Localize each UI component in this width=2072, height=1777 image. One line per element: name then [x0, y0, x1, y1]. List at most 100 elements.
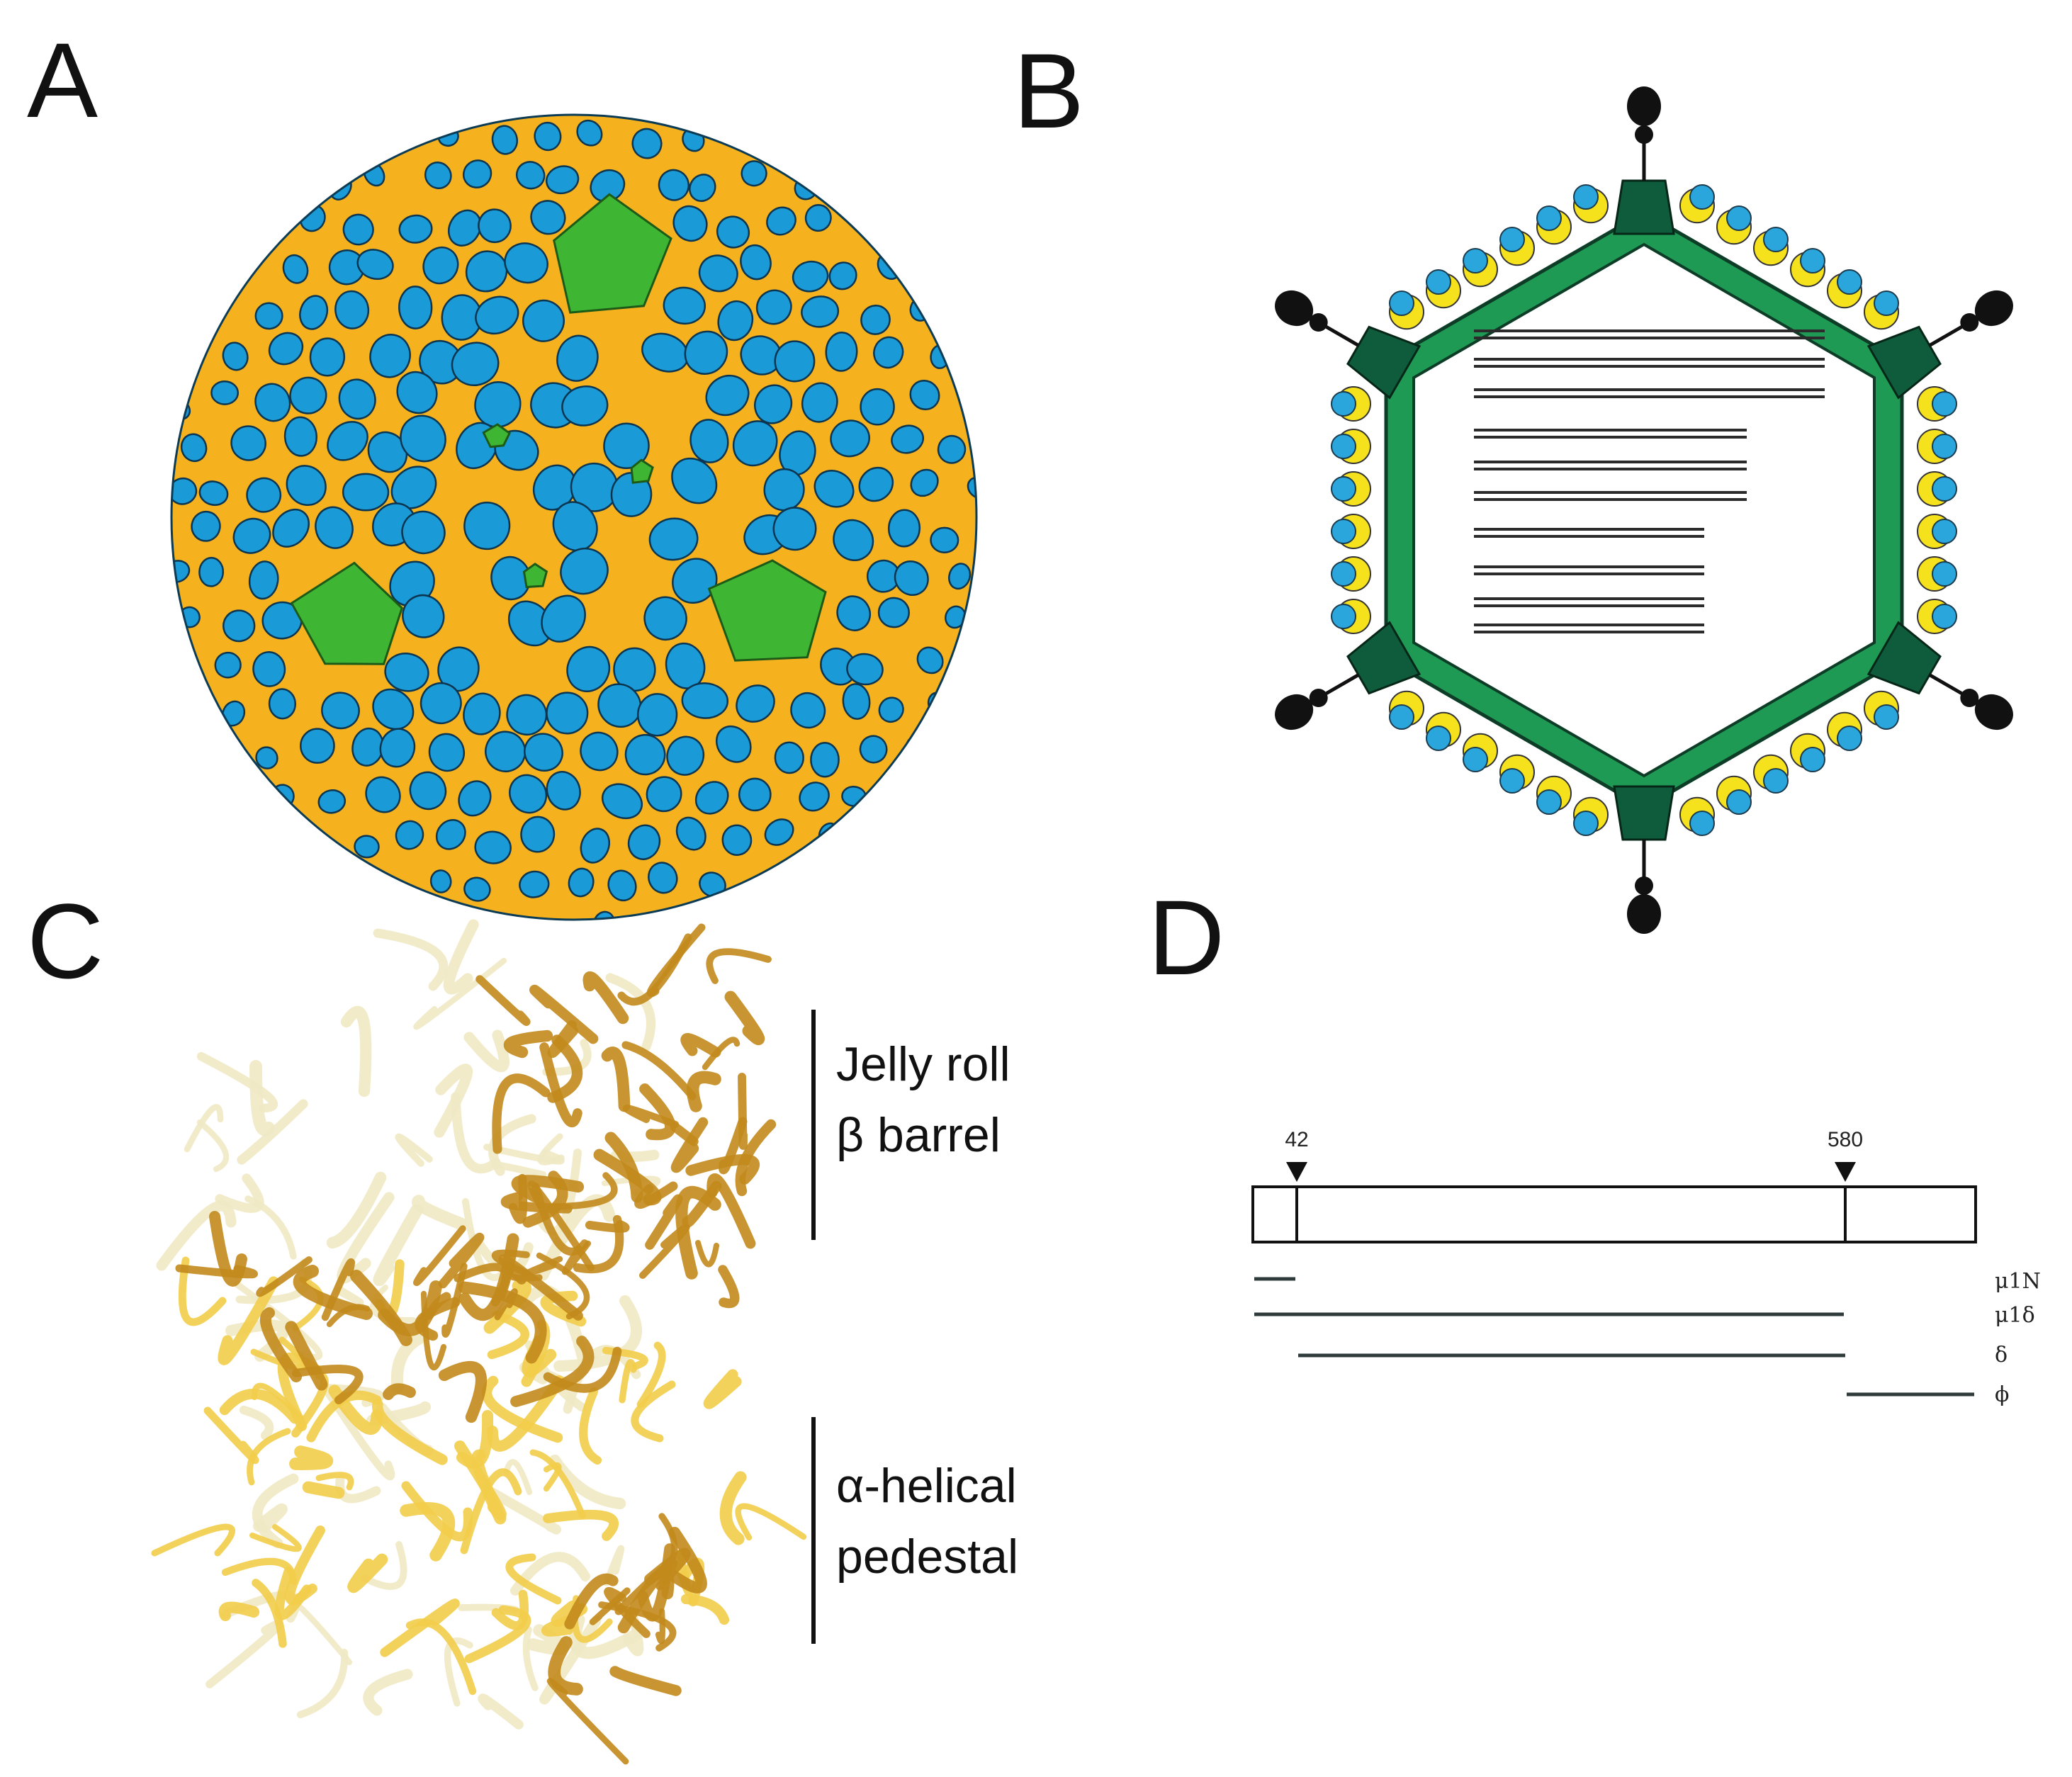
panel-b-letter: B: [1013, 31, 1084, 150]
capsid-subunit: [534, 121, 562, 152]
capsid-subunit: [663, 286, 706, 325]
capsid-subunit: [746, 877, 772, 901]
sigma3-subunit: [1932, 604, 1957, 629]
capsid-subunit: [379, 728, 416, 768]
ribbon-strand: [604, 1586, 651, 1638]
fragment-delta-label: δ: [1995, 1343, 2008, 1367]
capsid-subunit: [171, 477, 198, 505]
capsid-subunit: [689, 174, 716, 203]
ribbon-strand: [543, 1509, 619, 1541]
capsid-subunit: [792, 260, 829, 293]
ribbon-strand: [634, 1181, 678, 1209]
capsid-subunit: [248, 560, 279, 600]
capsid-subunit: [198, 556, 225, 587]
ribbon-strand: [340, 1005, 372, 1098]
capsid-subunit: [910, 468, 939, 497]
capsid-subunit: [801, 295, 840, 328]
sigma3-subunit: [1426, 726, 1451, 751]
capsid-subunit: [485, 730, 527, 772]
ribbon-strand: [274, 1567, 312, 1620]
capsid-subunit: [607, 869, 637, 902]
sigma3-subunit: [1331, 519, 1356, 544]
capsid-subunit: [736, 684, 775, 723]
panel-b: B: [1013, 31, 2013, 934]
capsid-subunit: [401, 510, 446, 555]
capsid-subunit: [282, 254, 309, 284]
ribbon-strand: [573, 1214, 624, 1274]
ribbon-strand: [522, 1626, 539, 1691]
capsid-subunit: [372, 688, 415, 730]
capsid-subunit: [424, 162, 452, 189]
capsid-subunit: [475, 295, 519, 335]
ribbon-strand: [454, 1440, 507, 1521]
capsid-subunit: [369, 334, 411, 378]
ribbon-strand: [175, 1264, 258, 1279]
capsid-subunit: [887, 509, 921, 548]
cleavage-site-580-label: 580: [1828, 1128, 1863, 1151]
capsid-subunit: [675, 816, 706, 851]
capsid-subunit: [530, 200, 566, 235]
capsid-subunit: [754, 384, 793, 424]
ribbon-strand: [151, 1523, 235, 1557]
ribbon-strand: [443, 919, 479, 995]
ribbon-strand: [481, 1375, 563, 1443]
ribbon-strand: [547, 1034, 583, 1103]
beta-barrel-label: β barrel: [836, 1108, 1001, 1162]
ribbon-strand: [252, 1579, 287, 1648]
capsid-subunit: [799, 782, 830, 812]
sigma3-subunit: [1389, 290, 1414, 316]
ribbon-strand: [548, 1636, 583, 1696]
ribbon-strand: [285, 1321, 328, 1391]
ribbon-strand: [543, 1346, 622, 1393]
attachment-spikes: [1275, 86, 2013, 934]
capsid-subunit: [462, 159, 492, 188]
sigma3-subunit: [1536, 205, 1562, 231]
turret-pentamer: [290, 561, 404, 665]
sigma1-head: [1275, 694, 1314, 730]
ribbon-strand: [334, 1286, 364, 1306]
capsid-subunit: [810, 742, 840, 778]
capsid-subunit: [299, 295, 329, 330]
capsid-subunit: [246, 477, 282, 513]
ribbon-strand: [582, 971, 629, 1025]
virion-surface-render: [170, 113, 978, 921]
capsid-subunit: [210, 380, 240, 405]
ribbon-strand: [247, 1428, 291, 1486]
ribbon-strand: [400, 1502, 456, 1562]
ribbon-strand: [373, 928, 449, 991]
ribbon-strand: [703, 1369, 742, 1409]
capsid-subunit: [327, 421, 368, 461]
cleavage-site-42-label: 42: [1285, 1128, 1308, 1151]
ribbon-strand: [256, 1256, 313, 1297]
capsid-subunit: [967, 476, 976, 500]
ribbon-strand: [296, 1648, 349, 1719]
ribbon-strand: [315, 1472, 354, 1491]
sigma3-subunit: [1726, 789, 1752, 815]
turret-pentamer: [707, 559, 827, 662]
ribbon-strand: [413, 1225, 466, 1287]
capsid-subunit: [384, 653, 429, 692]
capsid-subunit: [317, 789, 347, 814]
capsid-subunit: [214, 651, 242, 679]
ribbon-strand: [215, 1173, 264, 1213]
capsid-subunit: [556, 334, 599, 382]
ribbon-strand: [373, 1204, 423, 1287]
ribbon-strand: [203, 1406, 259, 1465]
capsid-subunit: [741, 160, 767, 187]
ribbon-strand: [325, 1389, 395, 1481]
capsid-subunit: [396, 371, 438, 414]
capsid-subunit: [763, 468, 805, 512]
capsid-subunit: [506, 694, 548, 736]
capsid-subunit: [909, 379, 940, 411]
capsid-subunit: [232, 517, 271, 554]
ribbon-strand: [361, 1541, 407, 1591]
capsid-subunit: [252, 651, 286, 687]
full-length-protein-box: [1251, 1185, 1977, 1243]
capsid-subunit: [894, 560, 929, 597]
ribbon-strand: [685, 1153, 760, 1185]
ribbon-strand: [529, 1449, 586, 1519]
lambda2-turret: [1613, 785, 1675, 841]
ribbon-strand: [706, 948, 772, 984]
capsid-subunit: [717, 300, 754, 342]
ribbon-strand: [178, 1256, 227, 1326]
